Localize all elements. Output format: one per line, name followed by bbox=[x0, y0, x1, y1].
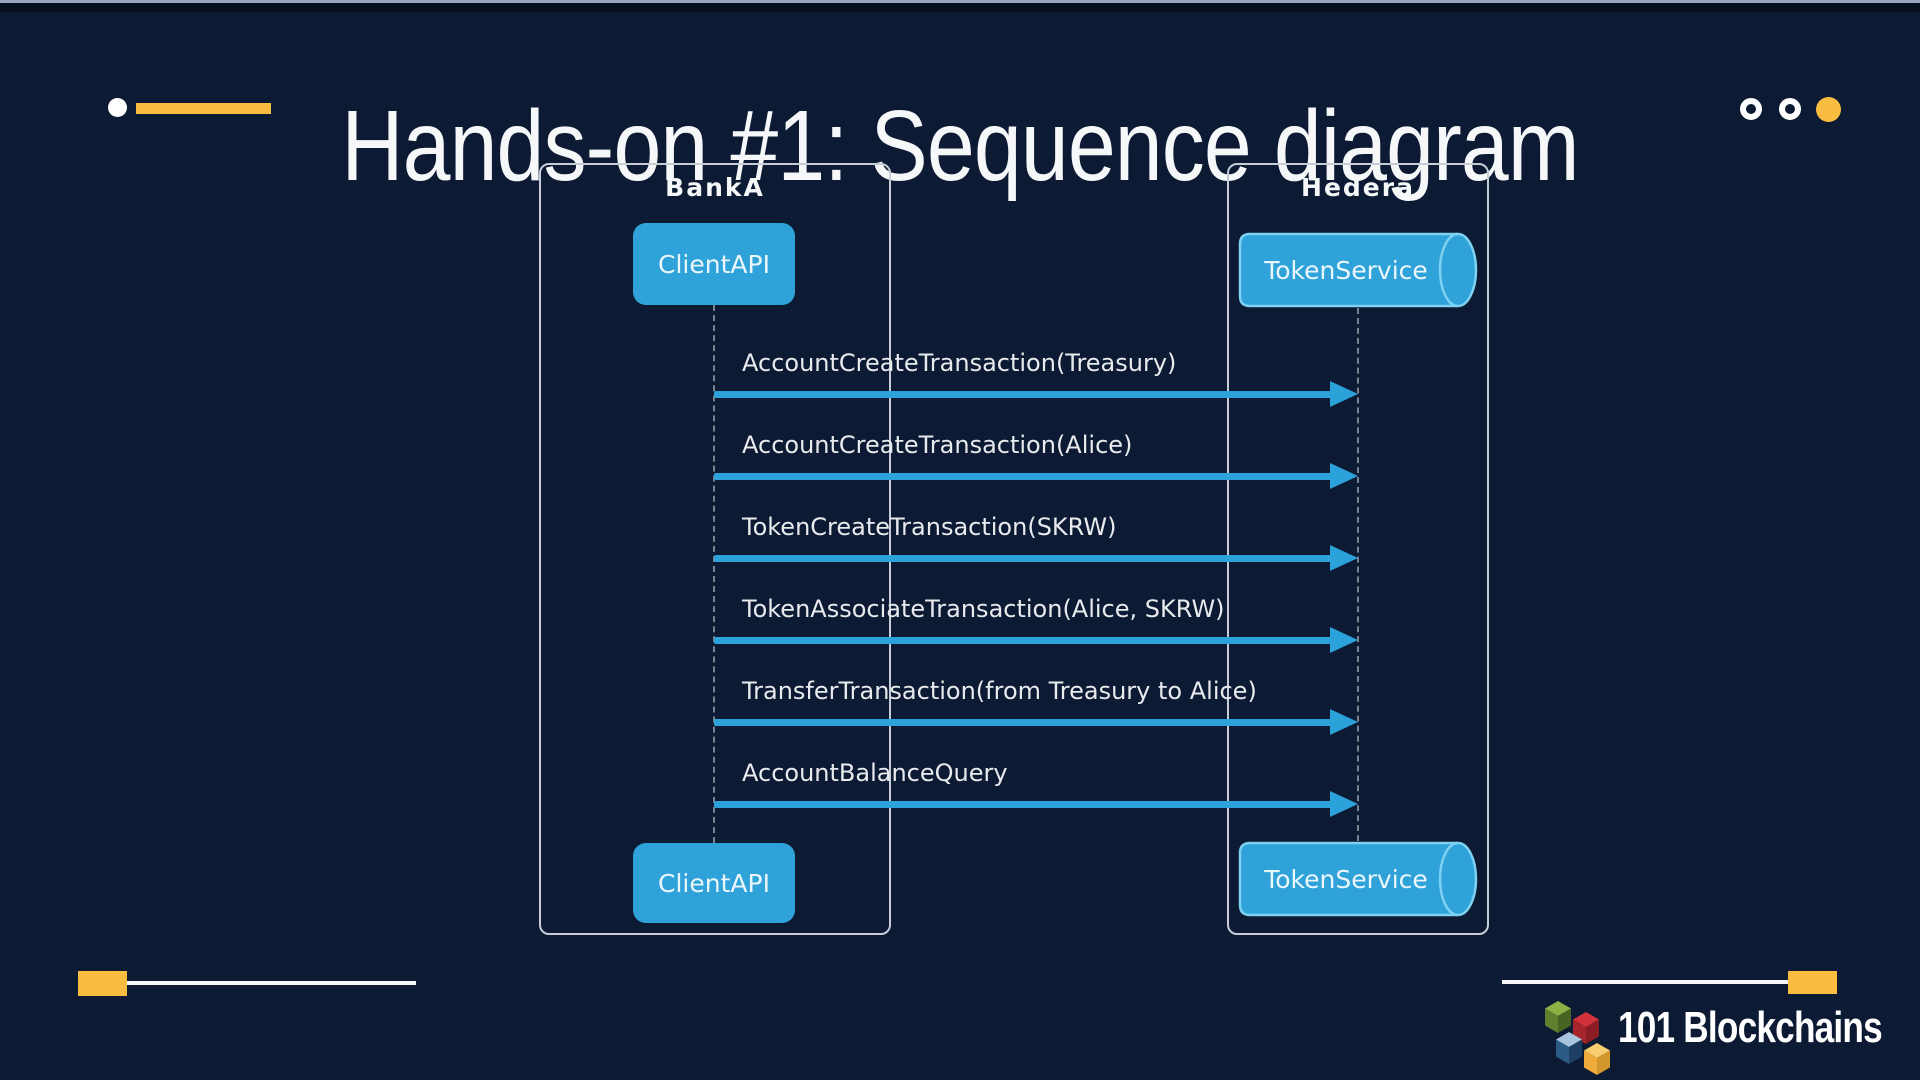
message-arrowhead-icon bbox=[1330, 545, 1358, 571]
cube-face-blue-right bbox=[1569, 1039, 1582, 1064]
message-arrowhead-icon bbox=[1330, 709, 1358, 735]
message-label: TokenCreateTransaction(SKRW) bbox=[742, 513, 1117, 541]
decoration-dot-yellow bbox=[1816, 97, 1841, 122]
component-tokenservice-bottom: TokenService bbox=[1238, 841, 1480, 917]
cylinder-shape-icon bbox=[1238, 232, 1478, 308]
message-arrow-line bbox=[714, 719, 1332, 726]
decoration-dot-left bbox=[108, 98, 127, 117]
decoration-line-bottom-left bbox=[127, 981, 416, 985]
component-tokenservice-top: TokenService bbox=[1238, 232, 1480, 308]
participant-frame-hedera bbox=[1227, 163, 1489, 935]
top-edge-strip bbox=[0, 3, 1920, 12]
top-edge-line bbox=[0, 0, 1920, 3]
message-label: TokenAssociateTransaction(Alice, SKRW) bbox=[742, 595, 1225, 623]
lifeline-tokenservice bbox=[1357, 308, 1359, 841]
component-tokenservice-bottom-label: TokenService bbox=[1264, 864, 1428, 894]
brand-name: 101 Blockchains bbox=[1618, 1003, 1883, 1052]
message-arrow-line bbox=[714, 801, 1332, 808]
participant-name-banka: BankA bbox=[665, 173, 765, 202]
message-arrow-line bbox=[714, 555, 1332, 562]
decoration-bar-left bbox=[136, 103, 271, 114]
component-clientapi-top: ClientAPI bbox=[633, 223, 795, 305]
component-clientapi-bottom: ClientAPI bbox=[633, 843, 795, 923]
cube-face-blue-left bbox=[1556, 1039, 1569, 1064]
cylinder-shape-icon bbox=[1238, 841, 1478, 917]
decoration-ring-2 bbox=[1779, 98, 1801, 120]
cube-face-yellow-right bbox=[1597, 1050, 1610, 1075]
message-arrowhead-icon bbox=[1330, 381, 1358, 407]
cube-face-green-right bbox=[1558, 1008, 1571, 1033]
cube-face-red-right bbox=[1586, 1019, 1599, 1044]
message-arrow-line bbox=[714, 391, 1332, 398]
participant-name-hedera: Hedera bbox=[1301, 173, 1415, 202]
cube-face-yellow-left bbox=[1584, 1050, 1597, 1075]
participant-frame-banka bbox=[539, 163, 891, 935]
message-arrowhead-icon bbox=[1330, 627, 1358, 653]
cube-face-green-left bbox=[1545, 1008, 1558, 1033]
message-arrowhead-icon bbox=[1330, 463, 1358, 489]
decoration-square-bottom-left bbox=[78, 971, 127, 996]
message-arrow-line bbox=[714, 637, 1332, 644]
decoration-ring-1 bbox=[1740, 98, 1762, 120]
decoration-square-bottom-right bbox=[1788, 971, 1837, 994]
page-title: Hands-on #1: Sequence diagram bbox=[341, 90, 1579, 202]
blockchain-cubes-icon bbox=[1545, 1001, 1610, 1075]
decoration-line-bottom-right bbox=[1502, 980, 1790, 984]
message-arrowhead-icon bbox=[1330, 791, 1358, 817]
component-tokenservice-top-label: TokenService bbox=[1264, 255, 1428, 285]
message-label: AccountCreateTransaction(Alice) bbox=[742, 431, 1133, 459]
lifeline-clientapi bbox=[713, 305, 715, 843]
message-label: TransferTransaction(from Treasury to Ali… bbox=[742, 677, 1257, 705]
message-arrow-line bbox=[714, 473, 1332, 480]
message-label: AccountCreateTransaction(Treasury) bbox=[742, 349, 1177, 377]
message-label: AccountBalanceQuery bbox=[742, 759, 1008, 787]
